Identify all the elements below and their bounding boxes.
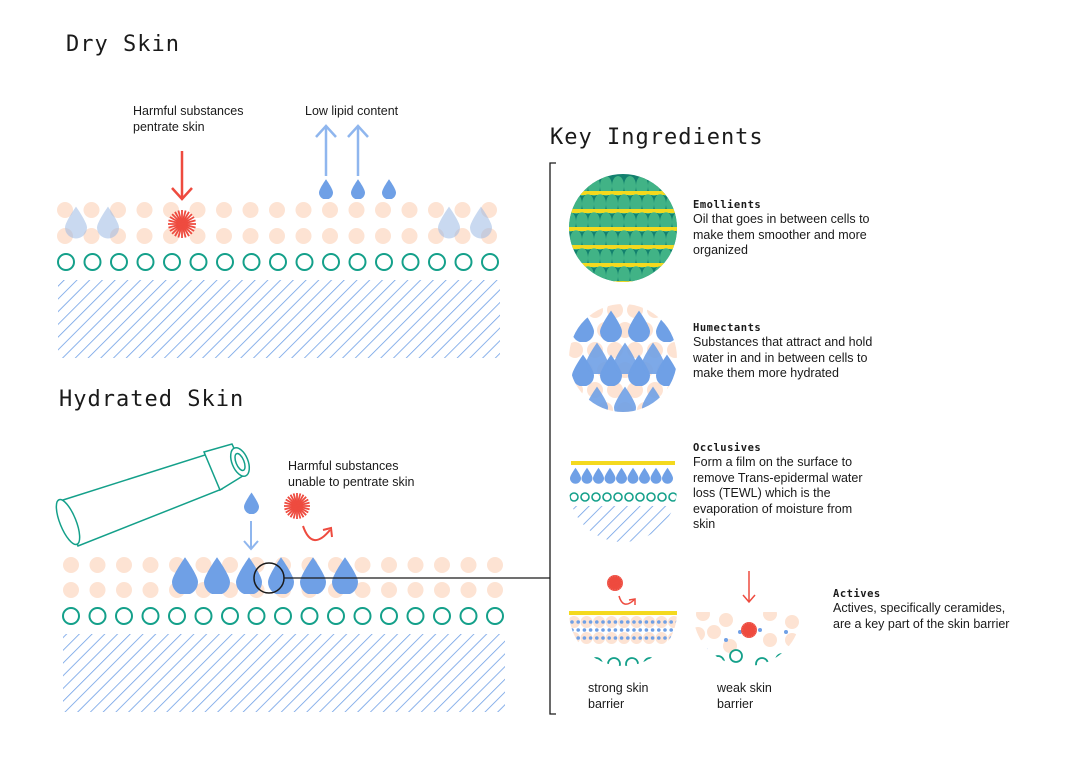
emollients-name: Emollients (693, 199, 762, 211)
dry-harmful-label: Harmful substances pentrate skin (133, 104, 244, 134)
hydrated-skin-title: Hydrated Skin (59, 387, 245, 412)
humectants-name: Humectants (693, 322, 762, 334)
actives-name: Actives (833, 588, 881, 600)
down-arrow-icon (171, 151, 193, 201)
occlusives-name: Occlusives (693, 442, 762, 454)
dry-skin-title: Dry Skin (66, 32, 180, 57)
occlusives-desc: Form a film on the surface to remove Tra… (693, 455, 863, 531)
water-drop-icon (244, 492, 259, 514)
dry-skin-ceramide-row (57, 253, 499, 271)
humectants-illustration (569, 304, 677, 412)
weak-barrier-illustration (693, 571, 801, 666)
weak-barrier-label: weak skin barrier (717, 681, 772, 711)
strong-barrier-label: strong skin barrier (588, 681, 649, 711)
tube-icon (55, 443, 251, 547)
down-arrow-icon (243, 521, 259, 551)
water-drop-icon (319, 179, 396, 199)
emollients-illustration (569, 174, 677, 282)
red-burst-icon (168, 210, 196, 238)
hydrated-skin-dermis (63, 634, 505, 712)
dry-skin-cells (57, 202, 497, 244)
hydrated-harmful-label: Harmful substances unable to pentrate sk… (288, 459, 415, 489)
red-burst-icon (284, 493, 310, 519)
strong-barrier-illustration (569, 575, 677, 666)
up-arrow-icon (315, 124, 369, 176)
hydrated-skin-ceramide-row (62, 607, 504, 625)
dry-skin-dermis (58, 280, 500, 358)
deflect-arrow-icon (302, 525, 333, 541)
dry-lipid-label: Low lipid content (305, 104, 399, 118)
occlusives-illustration (569, 461, 677, 542)
key-ingredients-title: Key Ingredients (550, 125, 764, 150)
actives-desc: Actives, specifically ceramides, are a k… (833, 601, 1010, 631)
humectants-desc: Substances that attract and hold water i… (693, 335, 873, 380)
key-bracket (549, 162, 556, 715)
emollients-desc: Oil that goes in between cells to make t… (693, 212, 870, 257)
